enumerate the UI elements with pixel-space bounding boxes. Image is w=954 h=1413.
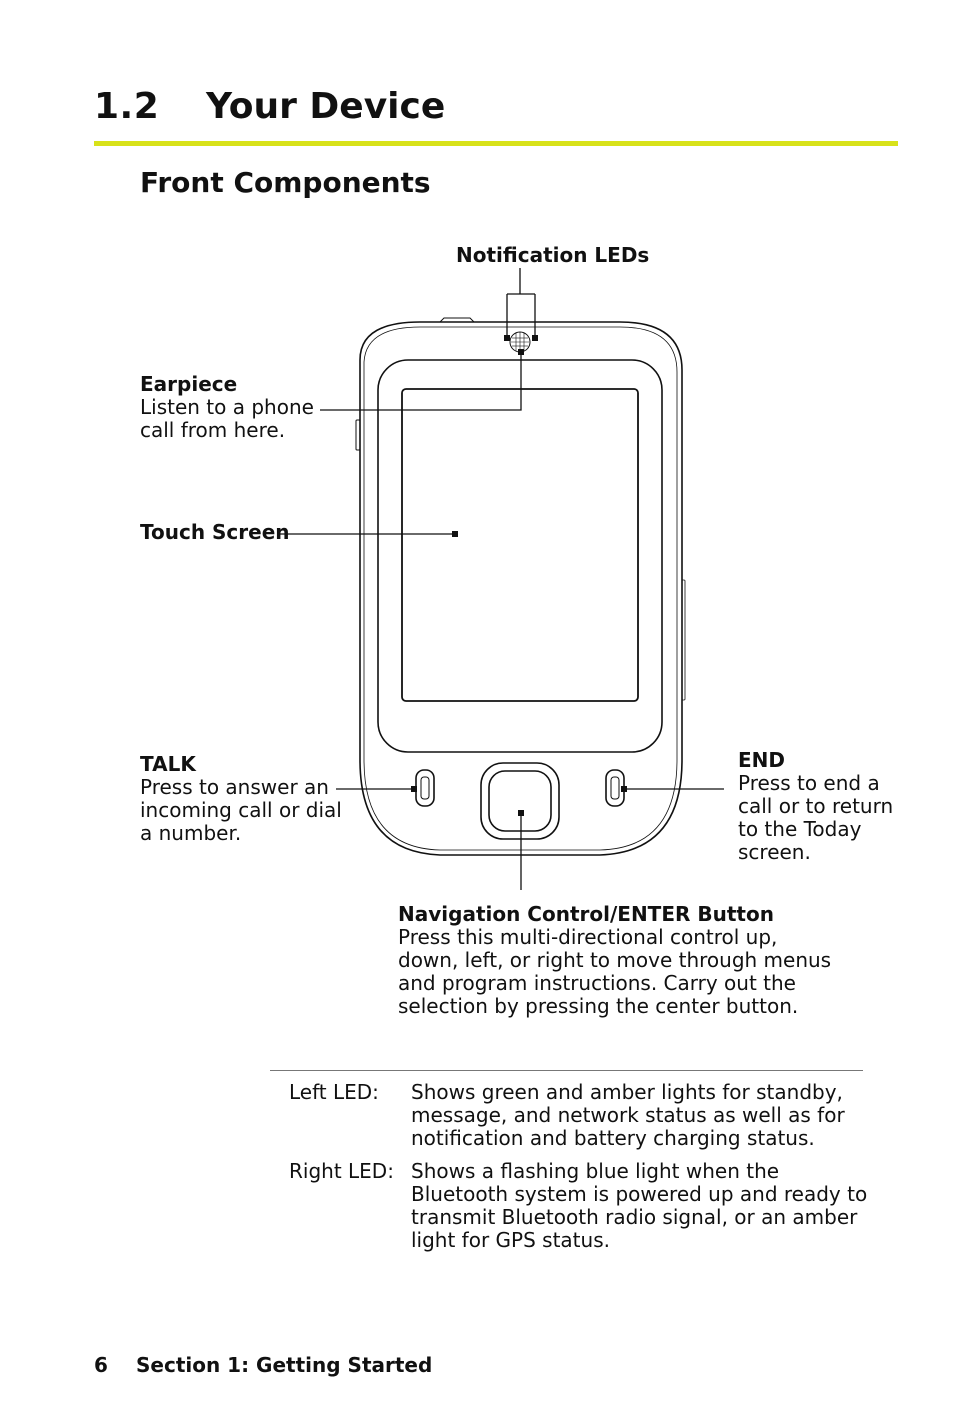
talk-button-outer bbox=[415, 769, 435, 807]
right-led-desc: Shows a flashing blue light when the Blu… bbox=[411, 1159, 868, 1252]
screen-bezel bbox=[377, 359, 663, 753]
table-top-rule bbox=[270, 1070, 863, 1071]
right-led-label: Right LED: bbox=[289, 1159, 394, 1183]
talk-desc: Press to answer an incoming call or dial… bbox=[140, 775, 342, 845]
left-led-desc: Shows green and amber lights for standby… bbox=[411, 1080, 845, 1150]
earpiece-callout: Earpiece Listen to a phone call from her… bbox=[140, 373, 314, 442]
notification-leds-label: Notification LEDs bbox=[456, 243, 650, 267]
nav-control-outer bbox=[480, 762, 560, 840]
earpiece-desc: Listen to a phone call from here. bbox=[140, 395, 314, 442]
end-button-inner bbox=[610, 776, 620, 800]
talk-title: TALK bbox=[140, 752, 196, 776]
subsection-title: Front Components bbox=[140, 166, 431, 199]
top-edge bbox=[439, 317, 475, 323]
end-desc: Press to end a call or to return to the … bbox=[738, 771, 894, 864]
device-body-outline bbox=[359, 321, 683, 856]
page-number: 6 bbox=[94, 1353, 108, 1377]
talk-callout: TALK Press to answer an incoming call or… bbox=[140, 753, 342, 845]
footer-section-label: Section 1: Getting Started bbox=[136, 1353, 433, 1377]
nav-control-inner bbox=[488, 770, 552, 832]
side-button bbox=[355, 419, 361, 451]
accent-rule bbox=[94, 141, 898, 146]
left-led-label: Left LED: bbox=[289, 1080, 379, 1104]
end-callout: END Press to end a call or to return to … bbox=[738, 749, 893, 864]
earpiece-title: Earpiece bbox=[140, 372, 238, 396]
end-title: END bbox=[738, 748, 786, 772]
touch-screen-label: Touch Screen bbox=[140, 520, 290, 544]
section-title: Your Device bbox=[206, 86, 446, 127]
navigation-callout: Navigation Control/ENTER Button Press th… bbox=[398, 903, 831, 1018]
talk-button-inner bbox=[420, 776, 430, 800]
touch-screen bbox=[401, 388, 639, 702]
navigation-title: Navigation Control/ENTER Button bbox=[398, 902, 774, 926]
right-side-button bbox=[681, 579, 686, 701]
section-number: 1.2 bbox=[94, 86, 160, 127]
device-body-inner-outline bbox=[363, 326, 678, 851]
navigation-desc: Press this multi-directional control up,… bbox=[398, 925, 832, 1018]
